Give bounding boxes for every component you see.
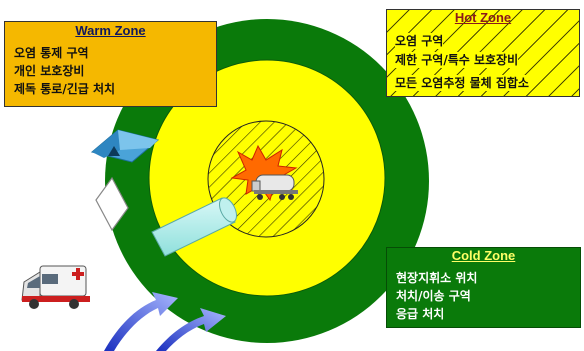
cold-zone-line: 현장지휘소 위치 (396, 271, 478, 285)
ambulance-icon (21, 265, 90, 309)
cold-zone-line: 응급 처치 (396, 307, 445, 321)
cold-zone-line: 처치/이송 구역 (396, 289, 471, 303)
warm-zone-line: 개인 보호장비 (14, 64, 85, 78)
warm-zone-title: Warm Zone (75, 23, 146, 38)
warm-zone-line: 제독 통로/긴급 처치 (14, 82, 116, 96)
hot-zone-title: Hot Zone (454, 10, 512, 25)
hot-zone-line: 제한 구역/특수 보호장비 (395, 52, 519, 68)
hot-zone-line: 모든 오염추정 물체 집합소 (395, 75, 529, 91)
arrow-icon (156, 308, 226, 351)
decon-tube-icon (151, 197, 237, 257)
tent-icon (90, 129, 160, 163)
hot-zone-line: 오염 구역 (395, 33, 444, 49)
decon-pad-icon (95, 176, 129, 232)
cold-zone-box: Cold Zone 현장지휘소 위치 처치/이송 구역 응급 처치 (386, 247, 581, 328)
tanker-truck-icon (251, 174, 298, 200)
cold-zone-title: Cold Zone (451, 248, 516, 263)
arrow-icon (104, 292, 178, 351)
warm-zone-line: 오염 통제 구역 (14, 46, 89, 60)
warm-zone-box: Warm Zone 오염 통제 구역 개인 보호장비 제독 통로/긴급 처치 (4, 21, 217, 107)
hot-zone-box: Hot Zone 오염 구역 제한 구역/특수 보호장비 모든 오염추정 물체 … (386, 9, 580, 97)
